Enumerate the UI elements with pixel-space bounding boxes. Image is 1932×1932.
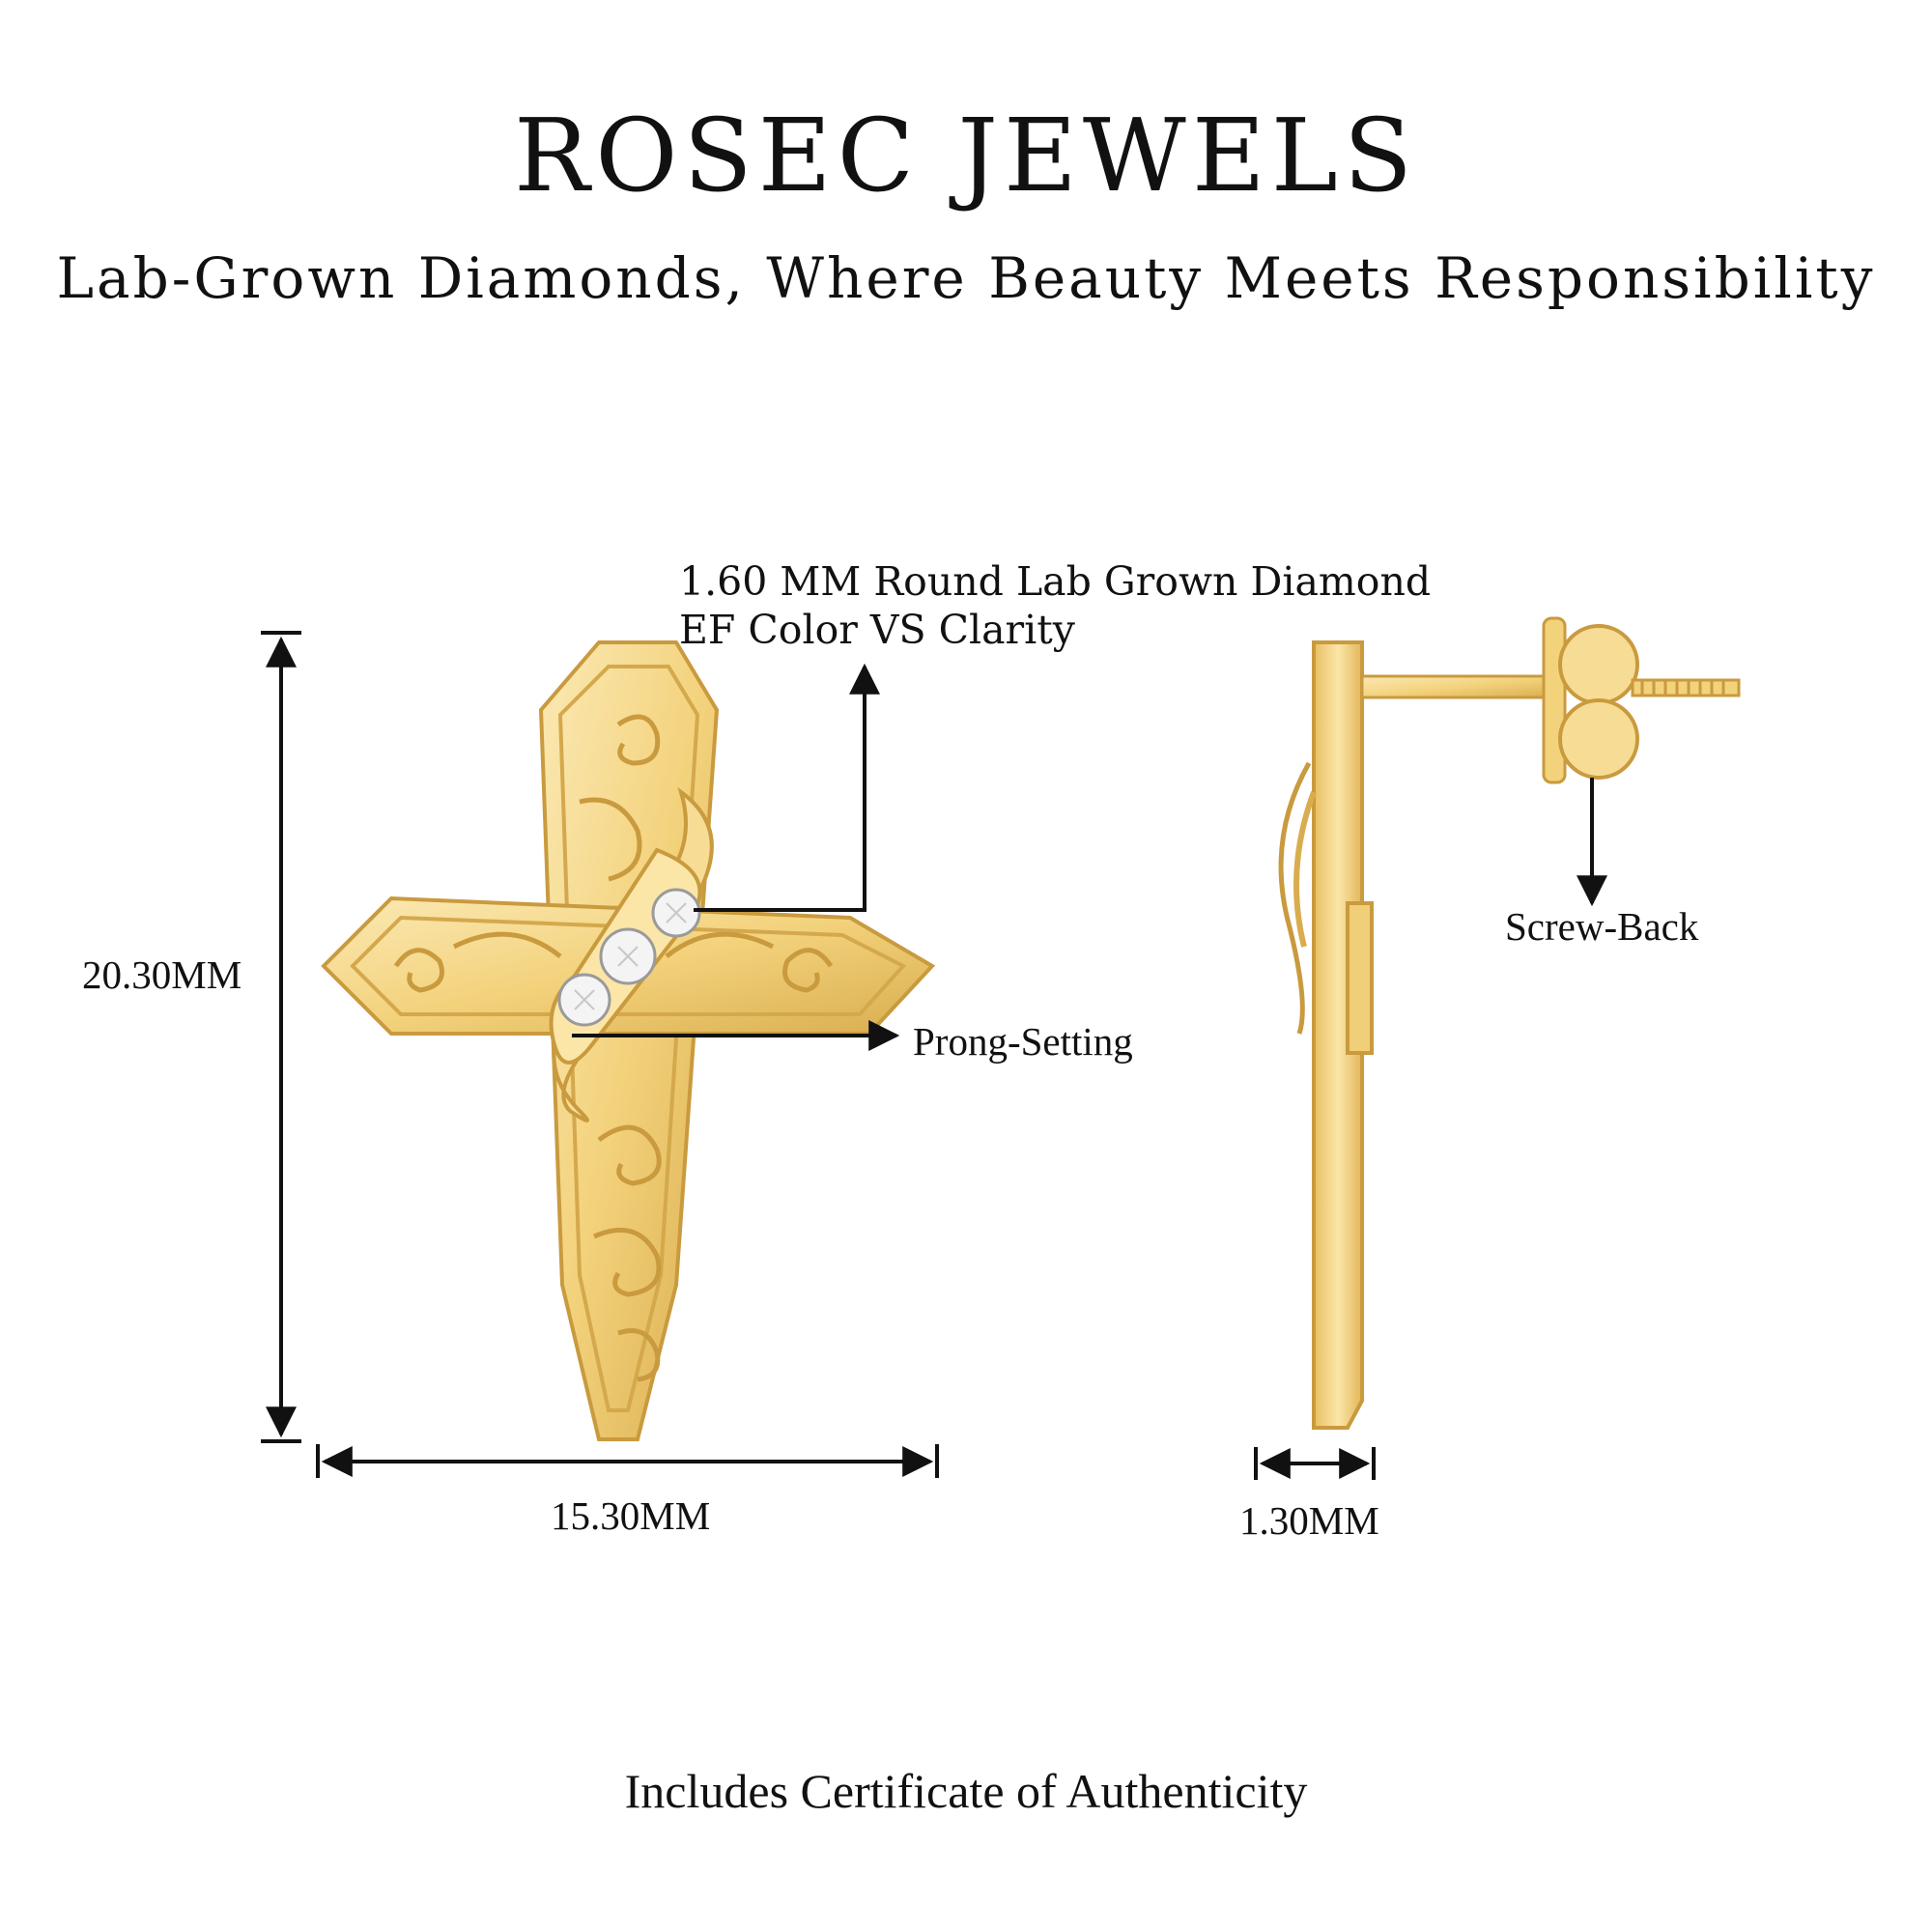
cross-earring-side xyxy=(1278,616,1741,1430)
cross-vertical-bar xyxy=(538,640,720,1441)
screw-thread xyxy=(1631,678,1741,697)
prong-setting-label: Prong-Setting xyxy=(913,1019,1133,1064)
stone-spec-line-2: EF Color VS Clarity xyxy=(679,607,1075,653)
certificate-note: Includes Certificate of Authenticity xyxy=(624,1764,1308,1818)
depth-dimension-label: 1.30MM xyxy=(1239,1498,1379,1543)
brand-title: ROSEC JEWELS xyxy=(513,97,1419,214)
cross-earring-front xyxy=(321,640,936,1441)
diamond-stones xyxy=(557,888,701,1027)
dimension-lines xyxy=(261,631,1607,1480)
height-dimension-label: 20.30MM xyxy=(82,952,242,997)
stone-spec-line-1: 1.60 MM Round Lab Grown Diamond xyxy=(679,558,1432,605)
width-dimension-label: 15.30MM xyxy=(551,1493,711,1538)
screw-back xyxy=(1542,616,1567,784)
screw-back-label: Screw-Back xyxy=(1505,904,1699,949)
stone-callout-line xyxy=(694,663,880,912)
brand-tagline: Lab-Grown Diamonds, Where Beauty Meets R… xyxy=(56,245,1876,311)
